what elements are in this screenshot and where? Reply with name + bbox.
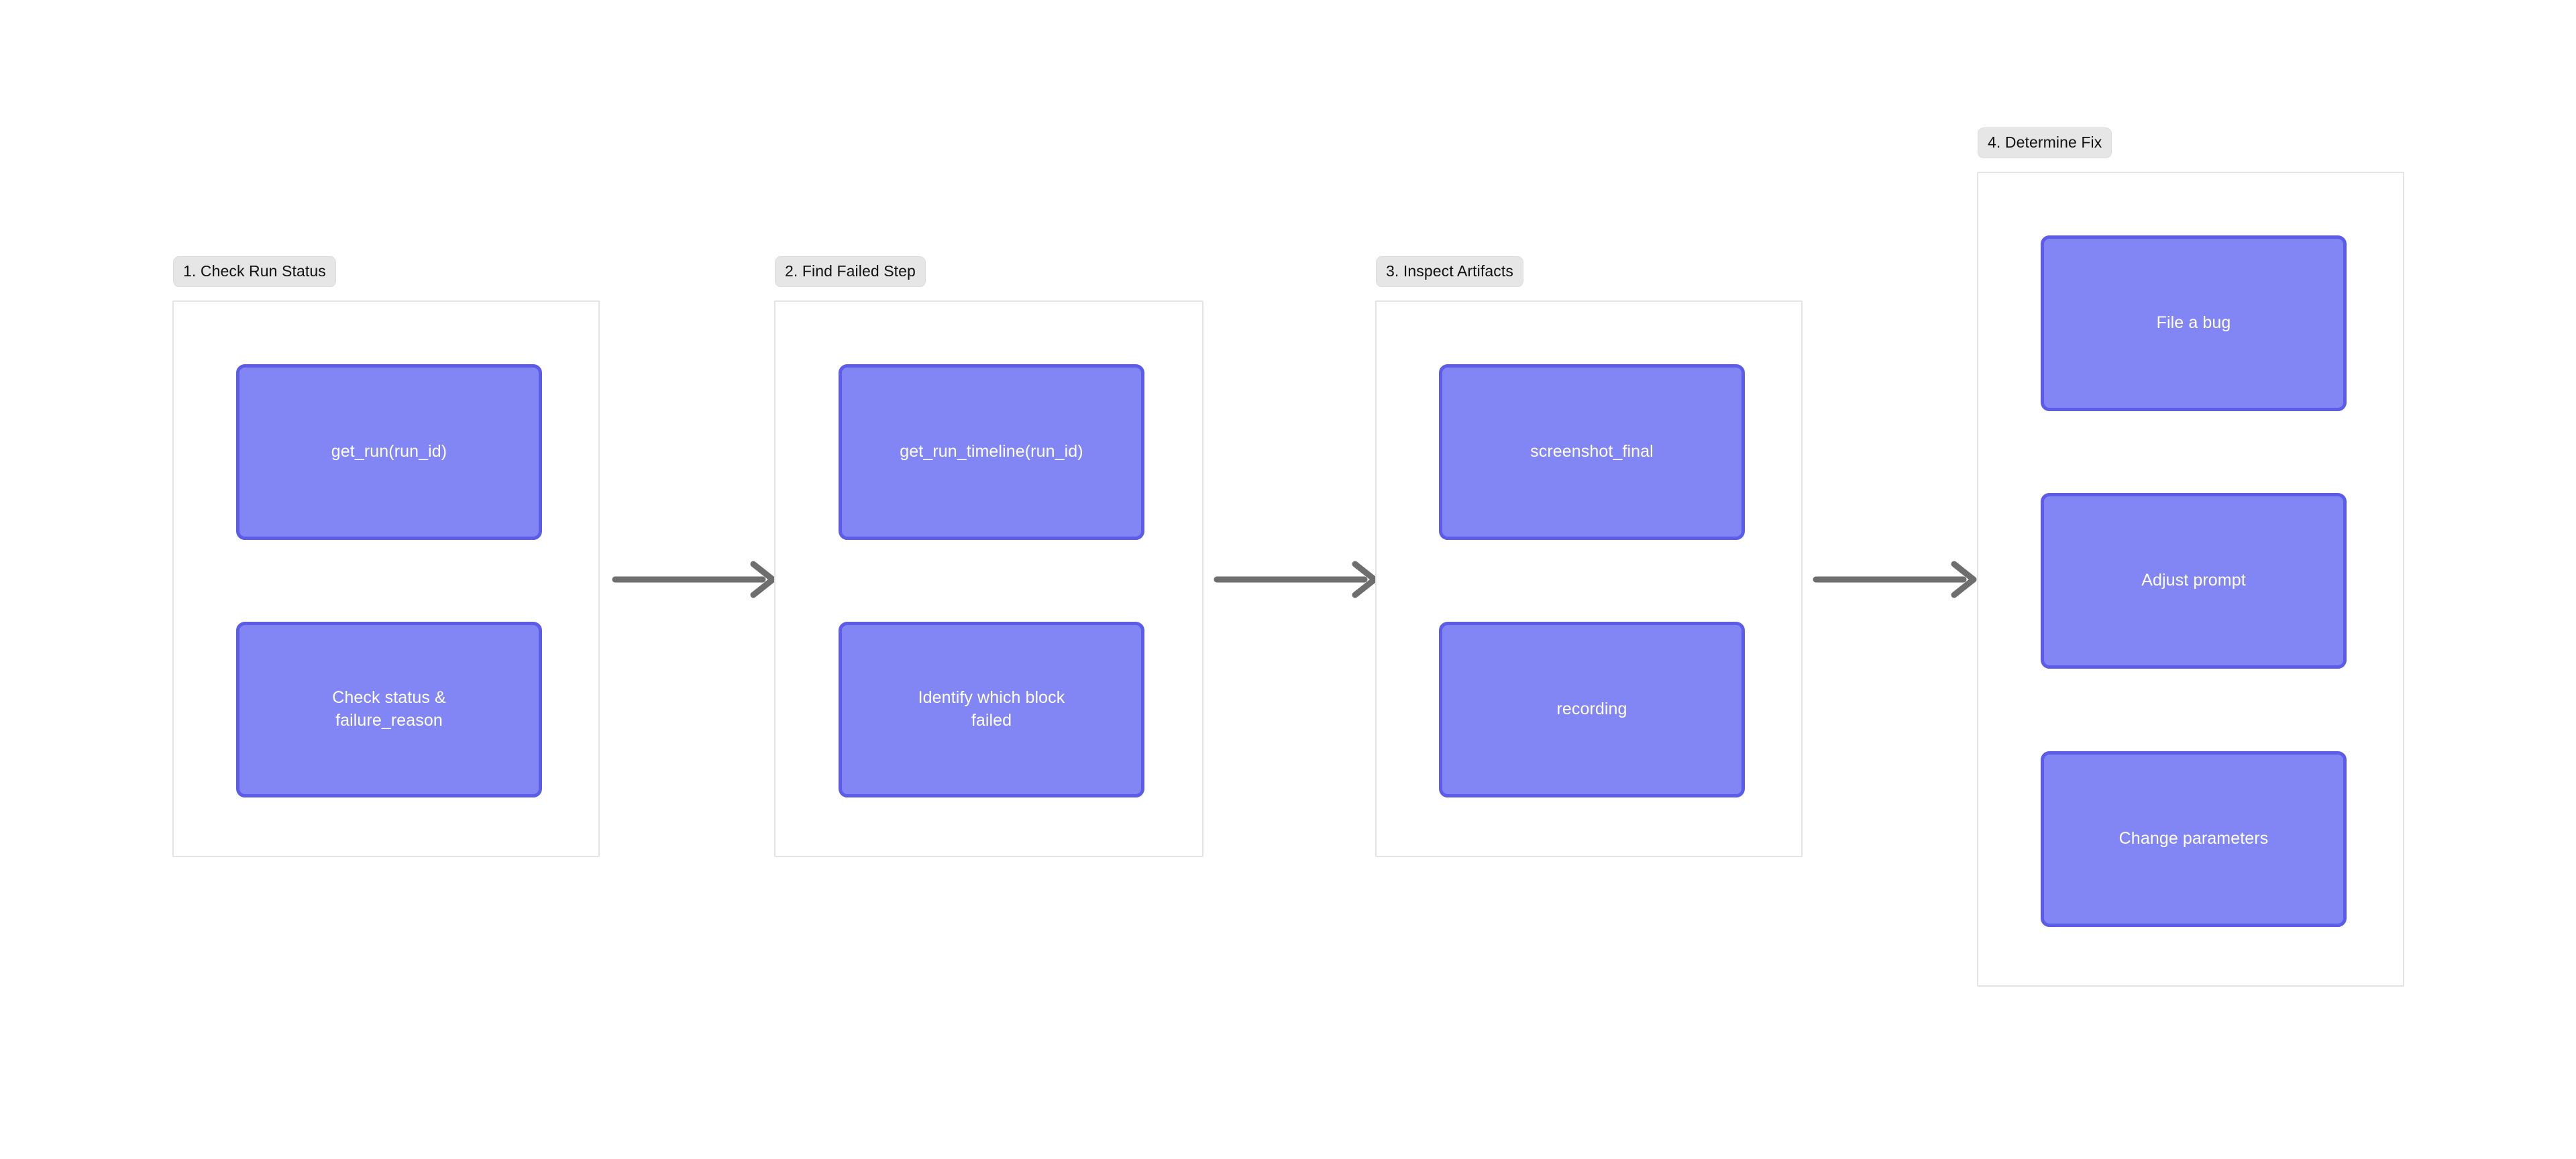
- node-label-adjust-prompt: Adjust prompt: [2141, 571, 2246, 590]
- node-file-a-bug[interactable]: File a bug: [2041, 235, 2347, 411]
- group-container-find-failed-step: get_run_timeline(run_id) Identify which …: [774, 300, 1203, 857]
- node-recording[interactable]: recording: [1439, 622, 1745, 797]
- node-get-run-timeline[interactable]: get_run_timeline(run_id): [839, 364, 1144, 540]
- group-container-inspect-artifacts: screenshot_final recording: [1375, 300, 1803, 857]
- arrow-group2-to-group3: [1214, 561, 1378, 598]
- group-container-determine-fix: File a bug Adjust prompt Change paramete…: [1977, 172, 2404, 987]
- node-check-status[interactable]: Check status & failure_reason: [236, 622, 542, 797]
- node-label-get-run-timeline: get_run_timeline(run_id): [900, 442, 1083, 461]
- arrow-group3-to-group4: [1813, 561, 1977, 598]
- node-label-check-status: Check status & failure_reason: [332, 688, 446, 730]
- node-label-identify-block: Identify which block failed: [918, 688, 1065, 730]
- node-label-change-parameters: Change parameters: [2118, 829, 2269, 848]
- node-label-screenshot-final: screenshot_final: [1530, 442, 1654, 461]
- arrow-group1-to-group2: [612, 561, 776, 598]
- node-label-recording: recording: [1556, 700, 1627, 719]
- node-identify-block[interactable]: Identify which block failed: [839, 622, 1144, 797]
- group-label-check-run-status: 1. Check Run Status: [173, 256, 336, 287]
- node-change-parameters[interactable]: Change parameters: [2041, 751, 2347, 927]
- node-get-run[interactable]: get_run(run_id): [236, 364, 542, 540]
- node-screenshot-final[interactable]: screenshot_final: [1439, 364, 1745, 540]
- node-label-get-run: get_run(run_id): [331, 442, 447, 461]
- group-container-check-run-status: get_run(run_id) Check status & failure_r…: [172, 300, 600, 857]
- node-label-file-a-bug: File a bug: [2156, 313, 2231, 333]
- group-label-determine-fix: 4. Determine Fix: [1978, 127, 2112, 158]
- group-label-find-failed-step: 2. Find Failed Step: [775, 256, 926, 287]
- group-label-inspect-artifacts: 3. Inspect Artifacts: [1376, 256, 1523, 287]
- node-adjust-prompt[interactable]: Adjust prompt: [2041, 493, 2347, 669]
